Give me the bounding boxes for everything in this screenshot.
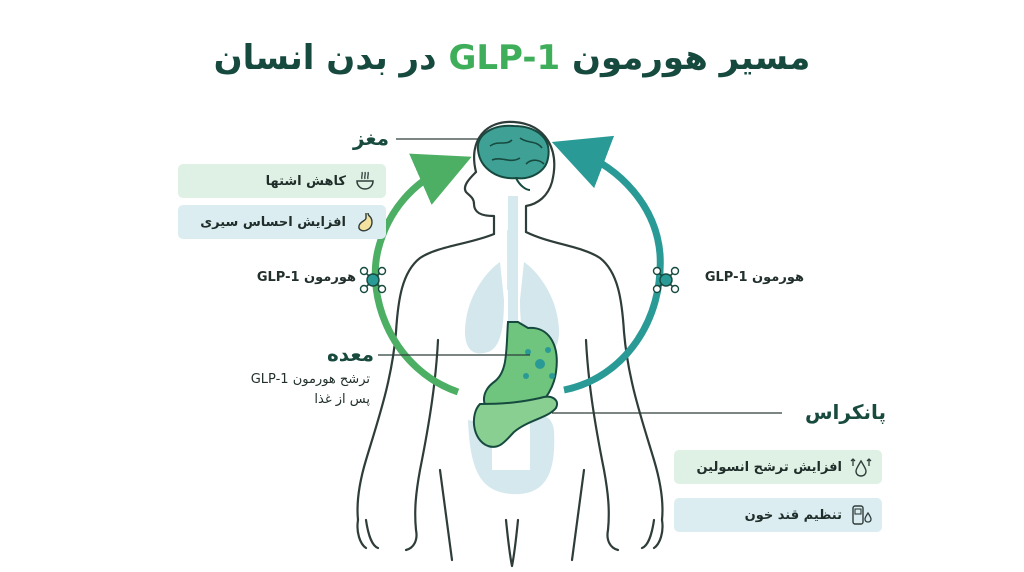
hormone-label-right: هورمون GLP-1 — [704, 270, 804, 285]
pancreas-effect-insulin-text: افزایش ترشح انسولین — [696, 459, 842, 475]
stomach-line-1: ترشح هورمون GLP-1 — [250, 372, 370, 387]
body-outline — [356, 120, 664, 568]
molecule-icon-left — [359, 266, 387, 294]
brain-effect-satiety: افزایش احساس سیری — [178, 205, 386, 239]
brain-label: مغز — [352, 126, 390, 150]
arrow-pancreas-to-brain — [551, 135, 664, 394]
page-title: مسیر هورمون GLP-1 در بدن انسان — [0, 38, 1024, 78]
stomach-icon — [354, 211, 376, 233]
title-after: در بدن انسان — [213, 38, 437, 78]
hormone-label-left: هورمون GLP-1 — [256, 270, 356, 285]
stomach-label: معده — [326, 342, 374, 366]
pancreas-label: پانکراس — [804, 400, 886, 424]
title-accent: GLP-1 — [448, 38, 561, 78]
title-before: مسیر هورمون — [571, 38, 811, 78]
brain-effect-appetite-text: کاهش اشتها — [265, 173, 346, 189]
pancreas-effect-glucose: تنظیم قند خون — [674, 498, 882, 532]
glucose-meter-icon — [850, 504, 872, 526]
stomach-line-2: پس از غذا — [314, 392, 370, 407]
insulin-drop-icon — [850, 456, 872, 478]
brain-graphic — [476, 124, 550, 191]
brain-effect-appetite: کاهش اشتها — [178, 164, 386, 198]
bowl-icon — [354, 170, 376, 192]
arrow-stomach-to-brain — [371, 153, 472, 396]
pancreas-effect-insulin: افزایش ترشح انسولین — [674, 450, 882, 484]
pancreas-graphic — [472, 395, 558, 448]
pancreas-effect-glucose-text: تنظیم قند خون — [744, 507, 842, 523]
esophagus — [508, 196, 518, 330]
molecule-icon-right — [652, 266, 680, 294]
brain-effect-satiety-text: افزایش احساس سیری — [200, 214, 346, 230]
stomach-description: ترشح هورمون GLP-1 پس از غذا — [210, 370, 370, 410]
